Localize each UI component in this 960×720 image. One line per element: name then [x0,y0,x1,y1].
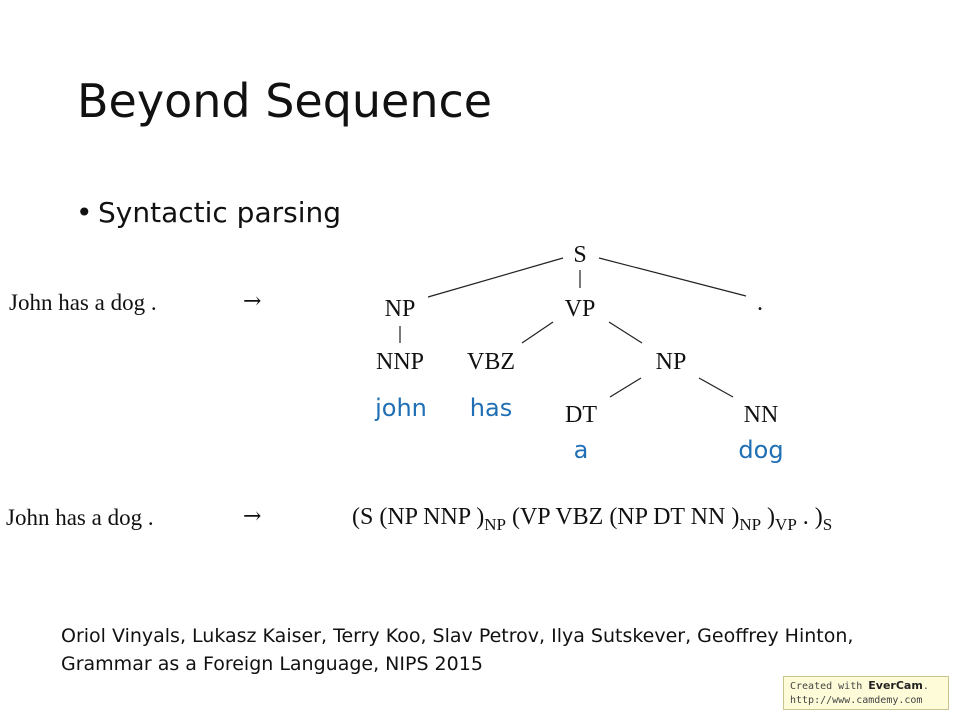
edge-np-nn [698,377,734,398]
watermark-suffix: . [922,681,929,692]
bullet-text: Syntactic parsing [98,196,342,229]
citation-paper: Grammar as a Foreign Language, NIPS 2015 [61,653,483,675]
linearized-subscript-s: S [822,515,833,534]
node-period: . [757,290,763,316]
node-s: S [573,242,586,268]
edge-s-np [427,257,564,298]
linearized-subscript-vp: VP [775,515,797,534]
watermark-prefix: Created with [790,681,869,692]
node-dt: DT [565,402,597,428]
word-has: has [470,394,512,422]
watermark-brand: EverCam [868,679,923,692]
node-vbz: VBZ [467,349,515,375]
word-dog: dog [738,436,783,464]
edge-np-dt [609,377,642,398]
parse-tree: S NP VP . NNP VBZ NP DT NN john has a do… [374,242,783,464]
slide-title: Beyond Sequence [77,74,493,128]
tree-edges [399,257,747,398]
linearized-part-1: (S (NP NNP ) [352,504,485,530]
linearized-subscript-np-inner: NP [739,515,762,534]
example-sentence-bottom: John has a dog . [6,505,154,530]
linearized-parse: (S (NP NNP )NP (VP VBZ (NP DT NN )NP )VP… [352,504,832,535]
node-vp: VP [565,296,596,322]
watermark-line-1: Created with EverCam. [790,679,942,694]
bullet-item: •Syntactic parsing [76,196,341,229]
watermark-url: http://www.camdemy.com [790,695,923,706]
linearized-part-3: ) [761,504,776,530]
word-john: john [374,394,427,422]
citation: Oriol Vinyals, Lukasz Kaiser, Terry Koo,… [61,622,853,678]
edge-s-period [598,257,747,297]
arrow-bottom: → [243,504,262,529]
node-nn: NN [744,402,779,428]
bullet-dot: • [76,196,93,229]
edge-vp-vbz [521,321,554,344]
linearized-subscript-np: NP [484,515,506,534]
node-np: NP [385,296,416,322]
citation-authors: Oriol Vinyals, Lukasz Kaiser, Terry Koo,… [61,625,854,647]
edge-vp-np [608,321,643,344]
linearized-part-2: (VP VBZ (NP DT NN ) [505,504,740,530]
node-nnp: NNP [376,349,424,375]
linearized-part-4: . ) [796,504,823,530]
arrow-top: → [243,289,262,314]
evercam-watermark: Created with EverCam. http://www.camdemy… [783,676,949,710]
word-a: a [574,436,589,464]
node-np-object: NP [656,349,687,375]
example-sentence-top: John has a dog . [9,290,157,315]
